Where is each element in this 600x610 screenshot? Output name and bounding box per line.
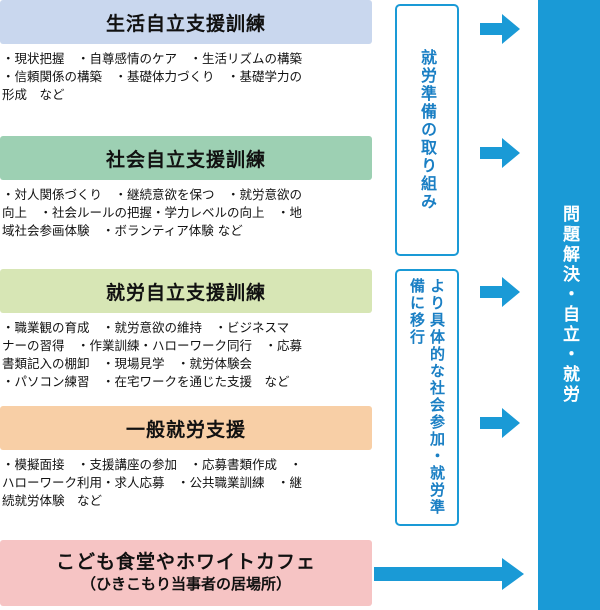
section-cafe-title: こども食堂やホワイトカフェ [55,551,316,573]
section-social-title-band: 社会自立支援訓練 [0,136,372,180]
section-general-title: 一般就労支援 [125,418,246,441]
section-life-title: 生活自立支援訓練 [105,12,266,35]
stage-box-preparation: 就労準備の取り組み [395,4,459,256]
arrow-right-icon-long [374,558,524,590]
arrow-right-icon-3 [480,277,520,307]
section-work-description: ・職業観の育成 ・就労意欲の維持 ・ビジネスマ ナーの習得 ・作業訓練・ハローワ… [2,320,303,389]
stage-label-transition: より具体的な社会参加・就労準備に移行 [408,277,446,516]
section-work-title-band: 就労自立支援訓練 [0,269,372,313]
section-work-title: 就労自立支援訓練 [105,281,266,304]
section-general-description: ・模擬面接 ・支援講座の参加 ・応募書類作成 ・ ハローワーク利用・求人応募 ・… [2,457,303,508]
section-social-description: ・対人関係づくり ・継続意欲を保つ ・就労意欲の 向上 ・社会ルールの把握・学力… [2,187,303,238]
section-life-description: ・現状把握 ・自尊感情のケア ・生活リズムの構築 ・信頼関係の構築 ・基礎体力づ… [2,51,303,102]
goal-label: 問題解決・自立・就労 [559,205,579,405]
section-general-title-band: 一般就労支援 [0,406,372,450]
arrow-right-icon-1 [480,14,520,44]
arrow-right-icon-4 [480,408,520,438]
section-cafe-band: こども食堂やホワイトカフェ （ひきこもり当事者の居場所） [0,540,372,606]
section-life-title-band: 生活自立支援訓練 [0,0,372,44]
section-cafe-subtitle: （ひきこもり当事者の居場所） [80,575,291,593]
section-social-title: 社会自立支援訓練 [105,148,266,171]
arrow-right-icon-2 [480,138,520,168]
stage-box-transition: より具体的な社会参加・就労準備に移行 [395,269,459,526]
stage-label-preparation: 就労準備の取り組み [418,49,437,211]
goal-column: 問題解決・自立・就労 [538,0,600,610]
